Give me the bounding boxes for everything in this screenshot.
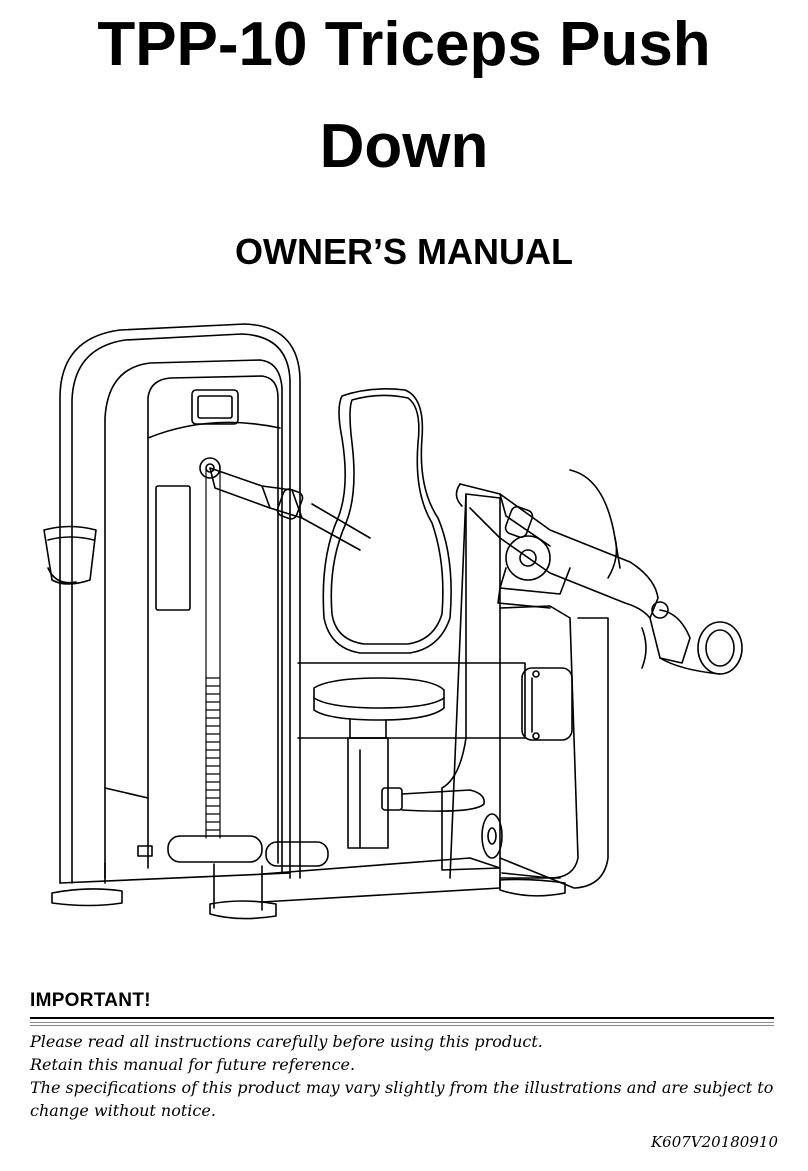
seat <box>313 677 486 849</box>
right-arm-assembly <box>455 469 743 675</box>
note-item: The specifications of this product may v… <box>30 1078 774 1120</box>
back-pad <box>322 388 452 654</box>
note-item: Retain this manual for future reference. <box>30 1055 356 1074</box>
left-arm-bar <box>209 467 371 551</box>
weight-stack-tower <box>51 323 301 907</box>
divider-rule <box>30 1017 774 1019</box>
base-and-foot-bar <box>137 813 566 920</box>
seat-frame <box>297 493 618 889</box>
divider-rule-thin <box>30 1022 774 1023</box>
subtitle: OWNER’S MANUAL <box>235 231 573 272</box>
divider-rule-thin <box>30 1025 774 1026</box>
important-heading: IMPORTANT! <box>30 990 151 1011</box>
bottle-holder <box>43 525 97 585</box>
important-notes: Please read all instructions carefully b… <box>30 1030 790 1122</box>
title-line-2: Down <box>319 112 489 181</box>
document-code: K607V20180910 <box>650 1133 778 1151</box>
title-line-1: TPP-10 Triceps Push <box>97 10 711 79</box>
note-item: Please read all instructions carefully b… <box>30 1032 543 1051</box>
machine-illustration <box>30 318 780 930</box>
